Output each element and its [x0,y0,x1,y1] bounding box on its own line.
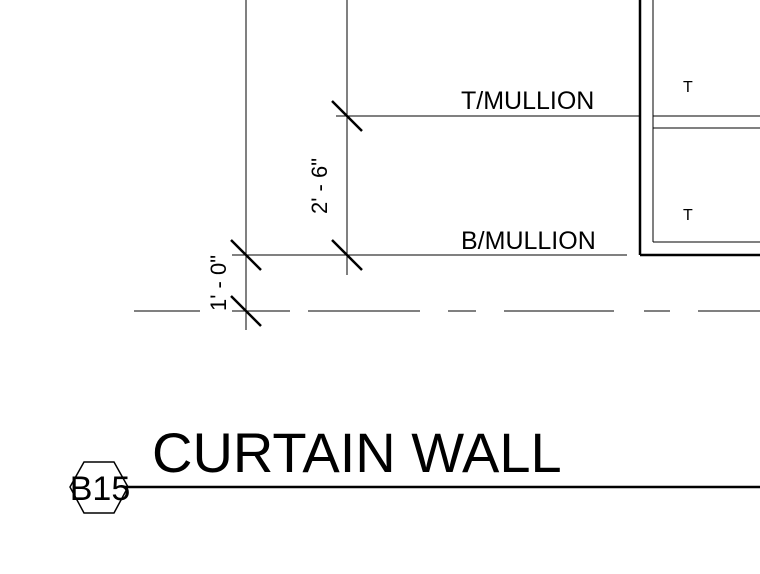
mullion-tag: T [683,207,693,224]
dimension-tick [230,295,262,327]
level-label-t-mullion: T/MULLION [461,87,594,115]
detail-reference-number: B15 [70,470,131,508]
drawing-title: CURTAIN WALL [152,421,562,484]
mullion-tag: T [683,79,693,96]
dimension-tick [331,100,363,132]
dimension-label-2ft-6in: 2' - 6" [307,158,332,214]
dimension-tick [230,239,262,271]
dimension-tick [331,239,363,271]
level-label-b-mullion: B/MULLION [461,227,596,255]
detail-reference-hexagon [69,461,129,514]
curtain-wall-mullion-frame [638,0,760,257]
dimension-label-1ft-0in: 1' - 0" [206,255,231,311]
